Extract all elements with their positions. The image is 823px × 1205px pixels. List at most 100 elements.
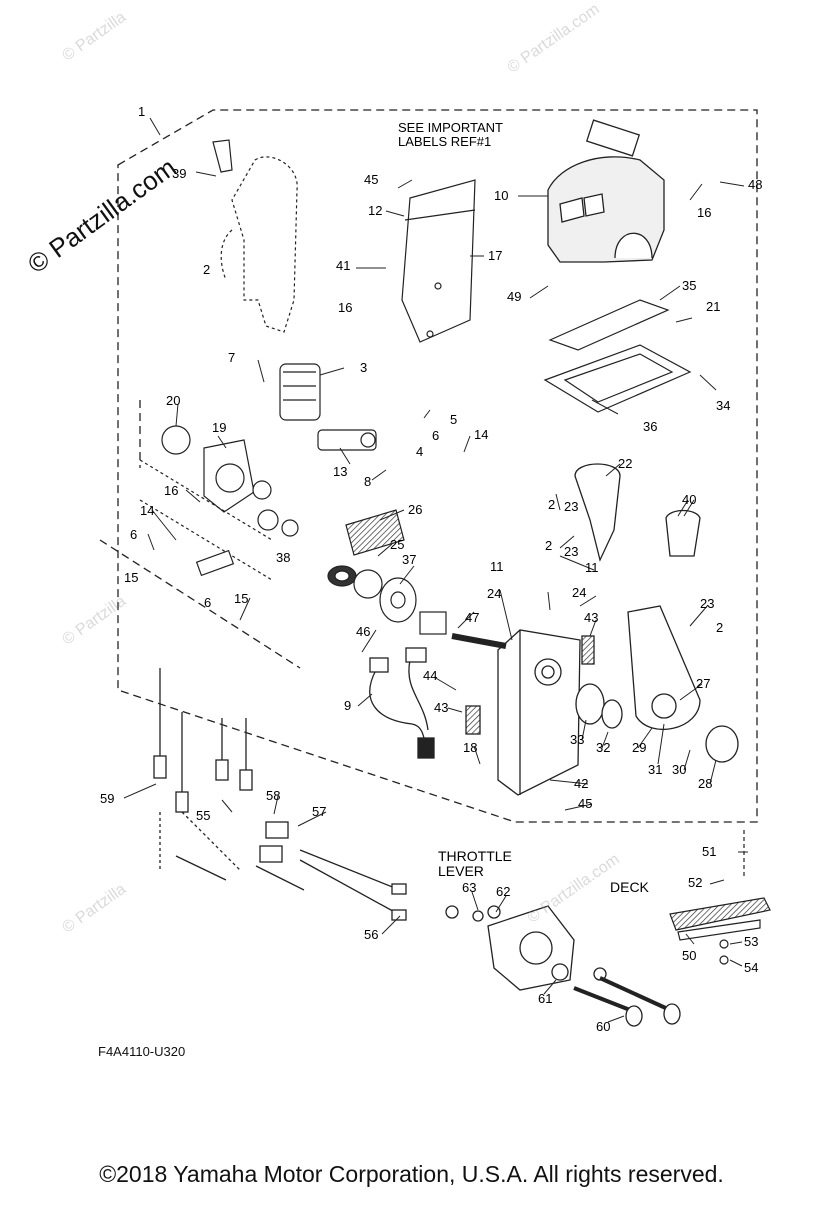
callout: 39 — [172, 166, 186, 181]
callout: 40 — [682, 492, 696, 507]
callout: 8 — [364, 474, 371, 489]
callout: 4 — [416, 444, 423, 459]
cables — [153, 668, 407, 921]
callout: 23 — [564, 544, 578, 559]
callout: 52 — [688, 875, 702, 890]
callout: 14 — [140, 503, 154, 518]
callout: 11 — [585, 560, 599, 575]
diagram-code: F4A4110-U320 — [98, 1044, 186, 1059]
callout: 45 — [578, 796, 592, 811]
callout: 28 — [698, 776, 712, 791]
throttle-note-line1: THROTTLE — [438, 848, 512, 864]
callout: 48 — [748, 177, 762, 192]
callout: 54 — [744, 960, 758, 975]
callout: 6 — [432, 428, 439, 443]
shift-housing — [212, 139, 377, 451]
callout: 1 — [138, 104, 145, 119]
callout: 15 — [234, 591, 248, 606]
callout: 24 — [487, 586, 501, 601]
callout: 63 — [462, 880, 476, 895]
harness-9 — [369, 647, 435, 759]
callout: 61 — [538, 991, 552, 1006]
frame-35-36 — [543, 299, 692, 413]
callout: 25 — [390, 537, 404, 552]
callout: 34 — [716, 398, 730, 413]
callout: 37 — [402, 552, 416, 567]
callout: 55 — [196, 808, 210, 823]
bracket-19-20 — [139, 425, 299, 581]
callout: 2 — [203, 262, 210, 277]
callout: 57 — [312, 804, 326, 819]
callout: 20 — [166, 393, 180, 408]
control-box — [465, 629, 595, 796]
callout: 62 — [496, 884, 510, 899]
assembly-boundary — [99, 109, 758, 823]
leader-lines — [123, 117, 748, 1023]
callout: 2 — [548, 497, 555, 512]
callout: 47 — [465, 610, 479, 625]
deck-note: DECK — [610, 879, 650, 895]
callout: 18 — [463, 740, 477, 755]
callout: 36 — [643, 419, 657, 434]
callout: 44 — [423, 668, 437, 683]
deck-plate — [669, 830, 771, 965]
callout: 33 — [570, 732, 584, 747]
callout: 12 — [368, 203, 382, 218]
callout: 31 — [648, 762, 662, 777]
callout: 29 — [632, 740, 646, 755]
callout: 49 — [507, 289, 521, 304]
callout-numbers: 1 39 2 45 12 41 16 17 10 16 48 49 35 21 … — [100, 104, 762, 1034]
callout: 38 — [276, 550, 290, 565]
callout: 23 — [564, 499, 578, 514]
callout: 35 — [682, 278, 696, 293]
callout: 11 — [490, 559, 504, 574]
callout: 43 — [584, 610, 598, 625]
callout: 10 — [494, 188, 508, 203]
callout: 27 — [696, 676, 710, 691]
callout: 51 — [702, 844, 716, 859]
callout: 60 — [596, 1019, 610, 1034]
callout: 26 — [408, 502, 422, 517]
callout: 56 — [364, 927, 378, 942]
plate-17 — [401, 179, 476, 343]
callout: 6 — [204, 595, 211, 610]
callout: 46 — [356, 624, 370, 639]
callout: 58 — [266, 788, 280, 803]
callout: 43 — [434, 700, 448, 715]
callout: 16 — [697, 205, 711, 220]
callout: 17 — [488, 248, 502, 263]
callout: 45 — [364, 172, 378, 187]
callout: 2 — [716, 620, 723, 635]
callout: 7 — [228, 350, 235, 365]
callout: 14 — [474, 427, 488, 442]
callout: 9 — [344, 698, 351, 713]
callout: 13 — [333, 464, 347, 479]
labels-note-line1: SEE IMPORTANT — [398, 120, 503, 135]
callout: 16 — [338, 300, 352, 315]
callout: 41 — [336, 258, 350, 273]
labels-note-line2: LABELS REF#1 — [398, 134, 491, 149]
callout: 6 — [130, 527, 137, 542]
callout: 2 — [545, 538, 552, 553]
callout: 24 — [572, 585, 586, 600]
callout: 53 — [744, 934, 758, 949]
callout: 59 — [100, 791, 114, 806]
callout: 15 — [124, 570, 138, 585]
cover-10 — [547, 119, 665, 263]
callout: 22 — [618, 456, 632, 471]
friction-parts — [327, 509, 507, 649]
throttle-note-line2: LEVER — [438, 863, 484, 879]
callout: 50 — [682, 948, 696, 963]
callout: 5 — [450, 412, 457, 427]
callout: 3 — [360, 360, 367, 375]
throttle-lever-assembly — [445, 905, 681, 1027]
callout: 19 — [212, 420, 226, 435]
callout: 32 — [596, 740, 610, 755]
callout: 30 — [672, 762, 686, 777]
callout: 21 — [706, 299, 720, 314]
lever-27-22 — [574, 463, 739, 763]
callout: 16 — [164, 483, 178, 498]
callout: 42 — [574, 776, 588, 791]
